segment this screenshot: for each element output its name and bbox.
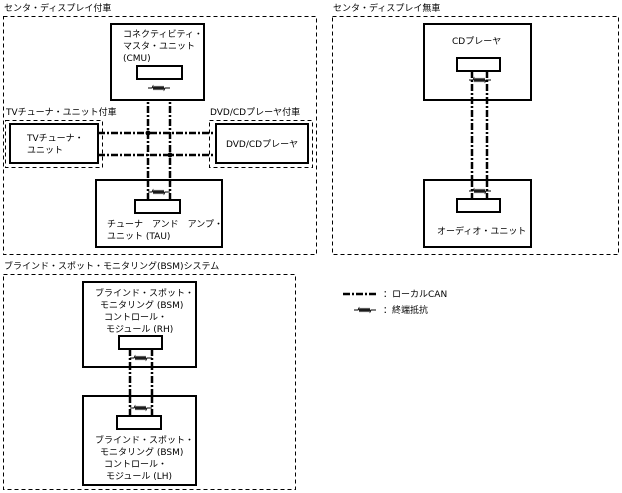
dvd-label: DVD/CDプレーヤ [226,139,298,150]
legend: ：ローカルCAN ：終端抵抗 [343,289,447,316]
bsm-rh-label-line: モジュール (RH) [106,325,173,335]
bsm-lh-label-line: モニタリング (BSM) [100,446,183,458]
cmu-label-line: コネクティビティ・ [123,29,203,40]
cmu-connector [136,65,183,80]
group-label-tv: TVチューナ・ユニット付車 [5,106,117,118]
junction-dot [145,130,151,136]
bsm-rh-connector [118,335,163,350]
dvd-group-border [209,120,313,168]
bsm-group: ブラインド・スポット・モニタリング(BSM)システム ブラインド・スポット・ モ… [3,260,296,490]
cmu-box: コネクティビティ・ マスタ・ユニット (CMU) [110,23,205,101]
cd-player-box: CDプレーヤ [423,23,532,101]
tv-group-border [5,120,103,168]
tv-tuner-box: TVチューナ・ ユニット [9,123,99,164]
bsm-lh-label-line: モジュール (LH) [106,472,172,482]
cd-label: CDプレーヤ [452,36,501,47]
tau-connector [134,199,181,214]
bsm-rh-label-line: モニタリング (BSM) [100,299,183,311]
cmu-label-line: マスタ・ユニット [123,41,195,52]
bsm-lh-label-line: コントロール・ [104,460,167,470]
group-label-no-display: センタ・ディスプレイ無車 [333,2,440,14]
group-label-dvd: DVD/CDプレーヤ付車 [210,106,300,118]
legend-resistor-label: ：終端抵抗 [383,304,428,316]
tau-label-line: ユニット (TAU) [107,232,170,242]
dvd-player-box: DVD/CDプレーヤ [215,123,309,164]
legend-can-label: ：ローカルCAN [383,289,447,300]
cd-connector [456,57,501,72]
bsm-rh-label-line: ブラインド・スポット・ [95,287,194,299]
audio-connector [456,198,501,213]
group-label-bsm: ブラインド・スポット・モニタリング(BSM)システム [4,260,219,272]
bsm-lh-label-line: ブラインド・スポット・ [95,434,194,446]
audio-label: オーディオ・ユニット [437,225,526,237]
tau-label-line: チューナ アンド アンプ・ [107,219,223,230]
legend-resistor-icon [353,307,377,313]
junction-dot [167,152,173,158]
audio-unit-box: オーディオ・ユニット [423,179,532,248]
bsm-rh-label-line: コントロール・ [104,313,167,323]
tv-label-line: ユニット [27,146,63,156]
tau-box: チューナ アンド アンプ・ ユニット (TAU) [95,179,223,248]
group-label-center-display: センタ・ディスプレイ付車 [4,2,111,14]
bsm-rh-box: ブラインド・スポット・ モニタリング (BSM) コントロール・ モジュール (… [82,281,197,368]
no-display-group: センタ・ディスプレイ無車 CDプレーヤ オーディオ・ユニット [332,2,619,255]
cmu-label-line: (CMU) [123,54,151,64]
center-display-group: センタ・ディスプレイ付車 コネクティビティ・ マスタ・ユニット (CMU) TV… [3,2,317,255]
tv-label-line: TVチューナ・ [26,133,84,144]
bsm-lh-connector [116,415,162,430]
bsm-lh-box: ブラインド・スポット・ モニタリング (BSM) コントロール・ モジュール (… [82,395,197,486]
